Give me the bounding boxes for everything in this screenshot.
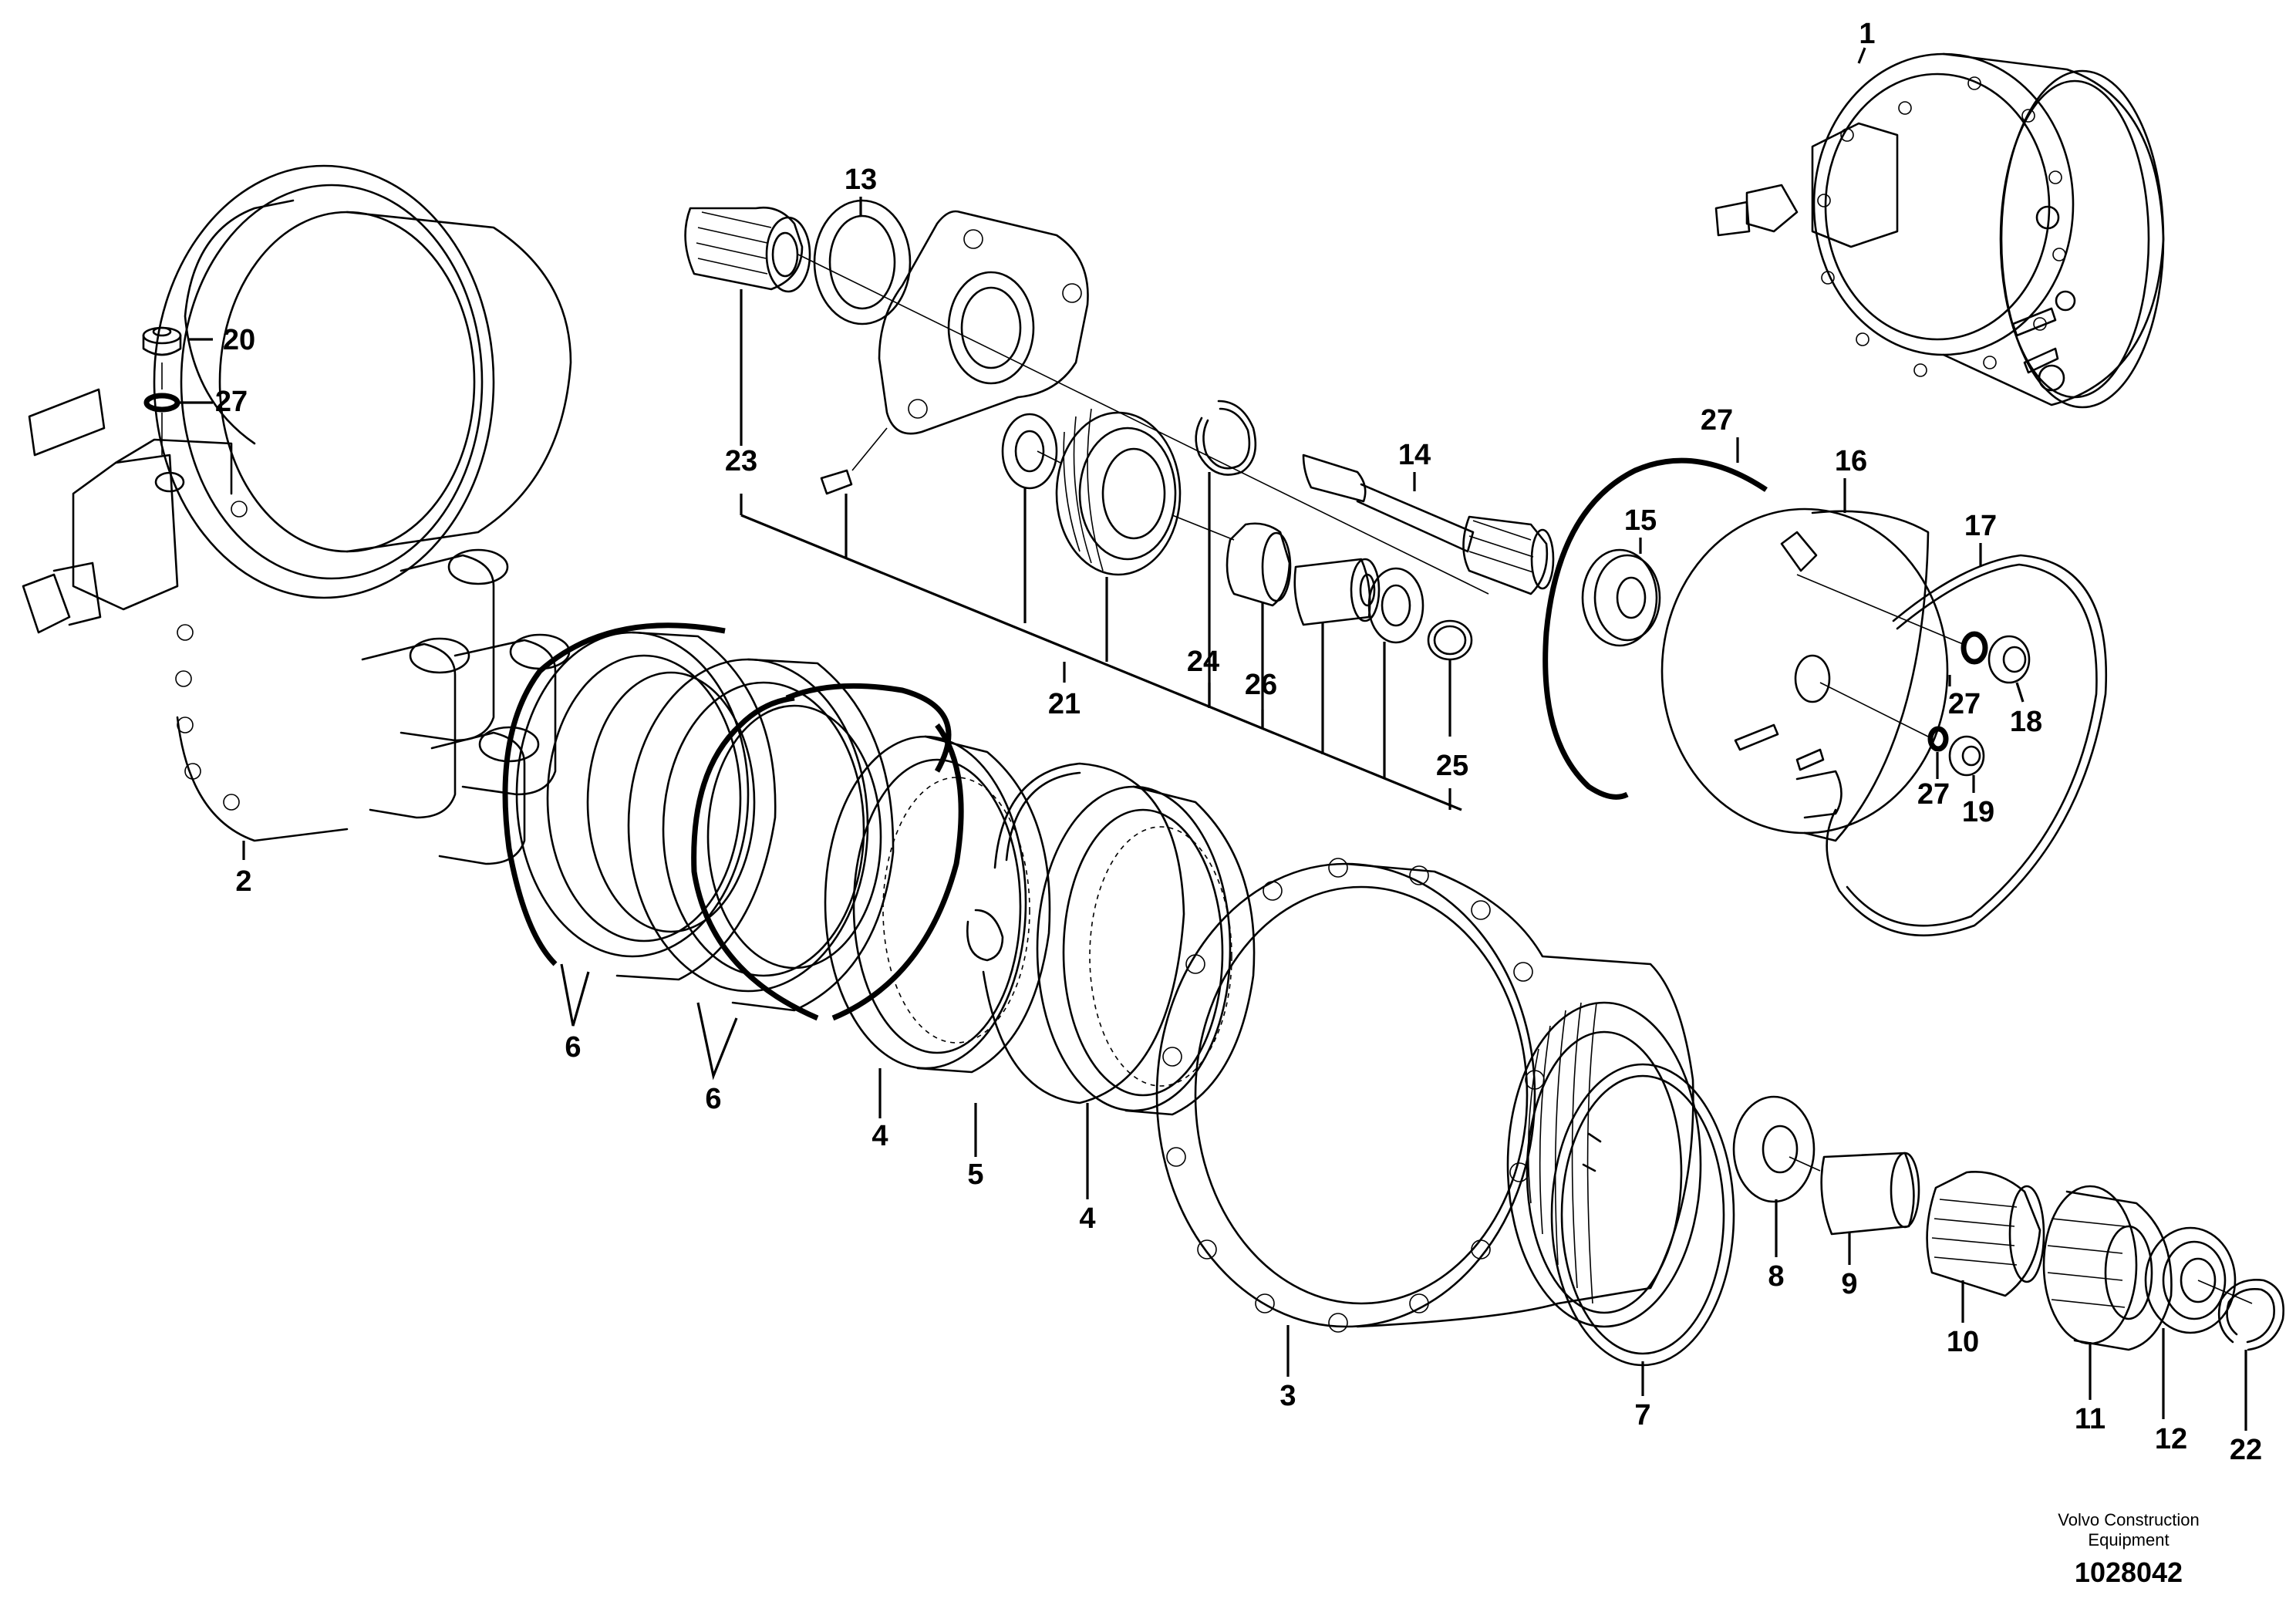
part-16-cover: [1660, 508, 1949, 842]
part-14-shaft: [1302, 454, 1555, 595]
callout-4-left: 4: [872, 1120, 888, 1152]
part-21-planet-gear: [1055, 408, 1182, 576]
part-27-o-ring-b: [1927, 726, 1949, 752]
callout-1: 1: [1859, 18, 1875, 50]
part-12-thrust-plate: [2144, 1226, 2237, 1334]
part-22-circlip: [2217, 1279, 2284, 1351]
thrust-washer-small: [1367, 567, 1424, 644]
callout-6-left: 6: [565, 1031, 581, 1064]
part-3-ring-gear-hub: [1155, 858, 1702, 1333]
part-4-bearing-right: [1036, 785, 1256, 1116]
manufacturer-credit: Volvo Construction Equipment: [1990, 1510, 2267, 1550]
part-5-retainer-ring: [966, 762, 1185, 1104]
callout-27-large-o-ring: 27: [1701, 404, 1733, 437]
part-25-retaining-ring: [1427, 619, 1473, 661]
callout-13: 13: [845, 164, 877, 196]
callout-27-o-ring-a: 27: [1948, 688, 1981, 720]
callout-5: 5: [967, 1158, 983, 1191]
part-23-sun-gear: [684, 206, 811, 293]
callout-24: 24: [1187, 646, 1219, 678]
part-15-spacer: [1581, 548, 1661, 647]
manufacturer-line-2: Equipment: [2088, 1530, 2170, 1549]
callout-14: 14: [1398, 439, 1431, 471]
dowel-pin: [820, 469, 853, 495]
part-2-motor-housing: [22, 164, 572, 865]
part-9-bushing: [1820, 1152, 1920, 1236]
part-21-washer: [1001, 413, 1058, 490]
callout-26: 26: [1245, 669, 1277, 701]
callout-25: 25: [1436, 750, 1468, 782]
callout-27-o-ring-b: 27: [1917, 778, 1950, 811]
callout-22: 22: [2230, 1434, 2262, 1466]
planet-carrier: [878, 210, 1089, 435]
part-17-lock-ring: [1826, 554, 2108, 937]
leader-lines: [178, 47, 2247, 1431]
callout-8: 8: [1768, 1260, 1784, 1293]
part-11-sun-gear: [2042, 1185, 2173, 1351]
manufacturer-line-1: Volvo Construction: [2058, 1510, 2200, 1529]
callout-labels: 1 2 3 4 4 5 6 6 7 8 9 10 11 12 13 14 15 …: [215, 18, 2262, 1466]
part-27-large-o-ring: [1542, 457, 1768, 800]
part-6-floating-seal-a: [515, 631, 777, 981]
callout-2: 2: [235, 865, 251, 898]
part-8-thrust-washer: [1732, 1095, 1816, 1203]
callout-3: 3: [1279, 1380, 1296, 1412]
callout-20: 20: [223, 324, 255, 356]
part-27-o-ring-a: [1961, 631, 1988, 665]
part-13-thrust-washer: [813, 199, 912, 325]
callout-9: 9: [1841, 1268, 1857, 1300]
part-26-planet-pinion: [1226, 522, 1292, 607]
callout-6-right: 6: [705, 1083, 721, 1115]
callout-27-top-left: 27: [215, 386, 248, 418]
part-18-plug: [1988, 635, 2031, 684]
callout-10: 10: [1947, 1326, 1979, 1358]
needle-bearing: [1293, 558, 1381, 626]
callout-15: 15: [1624, 504, 1657, 537]
part-4-bearing-left: [824, 735, 1051, 1074]
part-27-o-ring-top-left: [143, 393, 180, 413]
callout-16: 16: [1835, 445, 1867, 477]
callout-23: 23: [725, 445, 757, 477]
callout-12: 12: [2155, 1423, 2187, 1455]
callout-11: 11: [2075, 1403, 2106, 1435]
part-20-plug: [142, 326, 182, 356]
nameplate: [28, 388, 106, 457]
callout-17: 17: [1964, 510, 1997, 542]
part-6-floating-seal-b: [627, 658, 895, 1012]
callout-21: 21: [1048, 688, 1081, 720]
part-24-retaining-ring: [1195, 400, 1257, 476]
part-19-plug: [1948, 735, 1985, 777]
callout-18: 18: [2010, 706, 2042, 738]
drawing-number: 1028042: [2074, 1556, 2183, 1588]
callout-4-right: 4: [1079, 1202, 1095, 1235]
part-6-o-ring-left: [502, 622, 726, 966]
part-10-planet-gear: [1926, 1171, 2045, 1297]
callout-19: 19: [1962, 796, 1994, 828]
part-1-assembled-final-drive: [1714, 52, 2165, 409]
callout-7: 7: [1634, 1399, 1650, 1431]
